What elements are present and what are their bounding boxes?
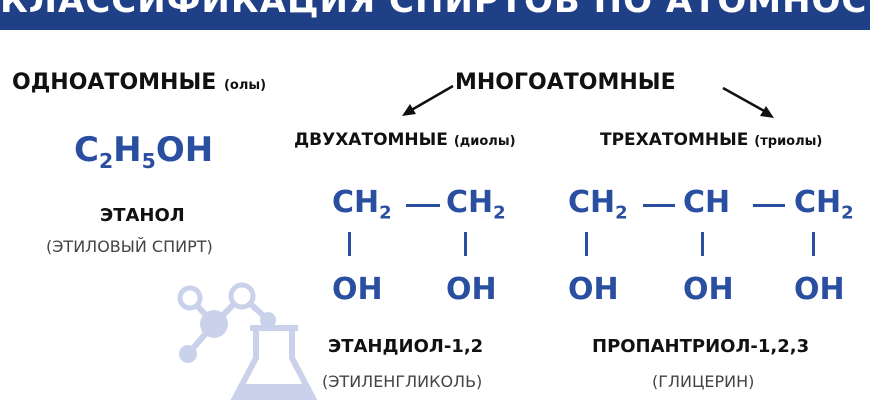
molecule-flask-icon: [177, 282, 318, 400]
triol-oh-3: OH: [794, 272, 845, 307]
triol-group-3: CH2: [794, 185, 854, 224]
diol-group-2: CH2: [446, 185, 506, 224]
triol-bond-c1-c2: [643, 204, 675, 207]
diols-title: ДВУХАТОМНЫЕ: [294, 130, 448, 150]
triol-bond-oh-2: [701, 232, 704, 256]
diol-oh-1: OH: [332, 272, 383, 307]
diols-subtitle: (диолы): [453, 134, 516, 149]
arrow-left-icon: [402, 84, 454, 116]
monohydric-header: ОДНОАТОМНЫЕ (олы): [12, 70, 266, 95]
ethanol-formula: C2H5OH: [74, 130, 214, 174]
arrow-right-icon: [722, 86, 774, 118]
diols-header: ДВУХАТОМНЫЕ (диолы): [294, 130, 516, 150]
triols-subtitle: (триолы): [754, 134, 823, 149]
ethanol-name: ЭТАНОЛ: [100, 205, 185, 226]
banner: КЛАССИФИКАЦИЯ СПИРТОВ ПО АТОМНОСТИ: [0, 0, 870, 30]
triol-oh-2: OH: [683, 272, 734, 307]
diol-name: ЭТАНДИОЛ-1,2: [328, 336, 484, 357]
monohydric-title: ОДНОАТОМНЫЕ: [12, 70, 217, 95]
triol-alt-name: (ГЛИЦЕРИН): [652, 372, 755, 391]
triol-group-1: CH2: [568, 185, 628, 224]
diol-group-1: CH2: [332, 185, 392, 224]
diol-bond-oh-1: [348, 232, 351, 256]
triol-bond-oh-3: [812, 232, 815, 256]
diol-bond-c1-c2: [406, 204, 440, 207]
triol-bond-oh-1: [585, 232, 588, 256]
banner-title: КЛАССИФИКАЦИЯ СПИРТОВ ПО АТОМНОСТИ: [0, 0, 870, 21]
diol-bond-oh-2: [464, 232, 467, 256]
triol-oh-1: OH: [568, 272, 619, 307]
triol-group-2: CH: [683, 185, 731, 220]
diol-oh-2: OH: [446, 272, 497, 307]
triols-title: ТРЕХАТОМНЫЕ: [600, 130, 749, 150]
triols-header: ТРЕХАТОМНЫЕ (триолы): [600, 130, 822, 150]
ethanol-alt-name: (ЭТИЛОВЫЙ СПИРТ): [46, 237, 213, 256]
diol-alt-name: (ЭТИЛЕНГЛИКОЛЬ): [322, 372, 483, 391]
monohydric-subtitle: (олы): [223, 78, 267, 93]
triol-bond-c2-c3: [753, 204, 785, 207]
polyhydric-title: МНОГОАТОМНЫЕ: [455, 70, 676, 95]
triol-name: ПРОПАНТРИОЛ-1,2,3: [592, 336, 810, 357]
